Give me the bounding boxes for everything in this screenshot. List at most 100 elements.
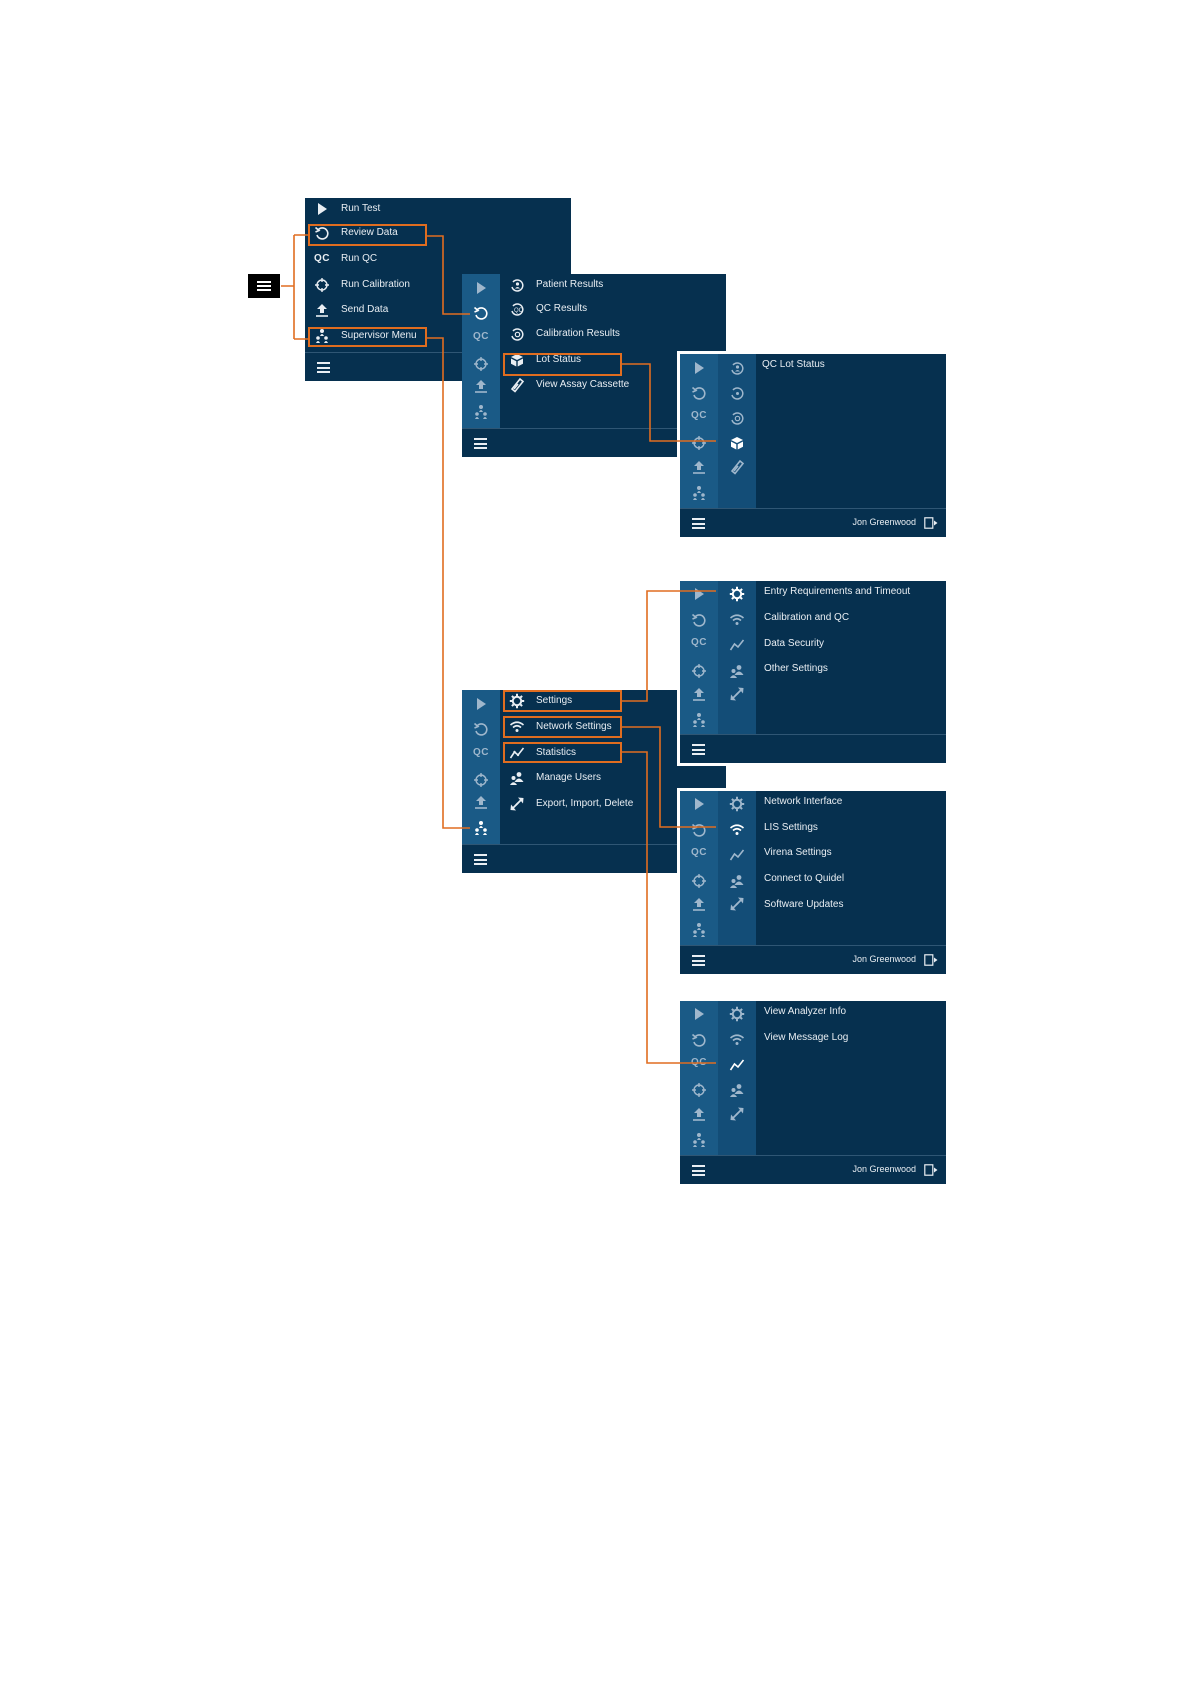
crosshair-icon[interactable] (691, 1082, 707, 1098)
menu-item-settings[interactable]: Settings (500, 690, 726, 712)
crosshair-icon[interactable] (473, 772, 489, 788)
logout-icon[interactable] (924, 1164, 938, 1176)
list-item[interactable]: Virena Settings (764, 847, 832, 858)
menu-item-network-settings[interactable]: Network Settings (500, 716, 726, 738)
patient-results-icon[interactable] (729, 360, 745, 376)
hamburger-icon[interactable] (317, 362, 330, 373)
menu-item-export-import-delete[interactable]: Export, Import, Delete (500, 793, 726, 815)
qc-icon[interactable]: QC (691, 1057, 707, 1068)
play-icon[interactable] (691, 586, 707, 602)
qc-icon[interactable]: QC (691, 637, 707, 648)
menu-item-view-assay-cassette[interactable]: View Assay Cassette (500, 374, 726, 396)
list-item[interactable]: LIS Settings (764, 822, 818, 833)
export-icon[interactable] (729, 686, 745, 702)
export-icon[interactable] (729, 1106, 745, 1122)
upload-icon[interactable] (691, 686, 707, 702)
menu-item-review-data[interactable]: Review Data (305, 222, 571, 244)
list-item[interactable]: Entry Requirements and Timeout (764, 586, 911, 597)
users-icon[interactable] (729, 663, 745, 679)
qc-results-icon[interactable] (729, 385, 745, 401)
list-item[interactable]: QC Lot Status (762, 359, 825, 370)
statistics-icon[interactable] (729, 1057, 745, 1073)
list-item[interactable]: View Message Log (764, 1032, 849, 1043)
menu-item-supervisor[interactable]: Supervisor Menu (305, 325, 571, 347)
list-item[interactable]: Network Interface (764, 796, 843, 807)
list-item[interactable]: View Analyzer Info (764, 1006, 847, 1017)
hamburger-icon[interactable] (692, 744, 705, 755)
hamburger-icon[interactable] (474, 854, 487, 865)
menu-item-lot-status[interactable]: Lot Status (500, 349, 726, 371)
review-icon[interactable] (473, 305, 489, 321)
calibration-results-icon[interactable] (729, 410, 745, 426)
users-icon[interactable] (729, 1082, 745, 1098)
supervisor-icon[interactable] (691, 922, 707, 938)
supervisor-icon[interactable] (473, 404, 489, 420)
export-icon[interactable] (729, 896, 745, 912)
crosshair-icon[interactable] (691, 435, 707, 451)
menu-item-qc-results[interactable]: QC QC Results (500, 298, 726, 320)
hamburger-icon[interactable] (692, 518, 705, 529)
gear-icon[interactable] (729, 1006, 745, 1022)
upload-icon[interactable] (691, 896, 707, 912)
list-item[interactable]: Connect to Quidel (764, 873, 845, 884)
review-icon[interactable] (473, 721, 489, 737)
supervisor-icon[interactable] (691, 1132, 707, 1148)
review-icon[interactable] (691, 822, 707, 838)
highlight-review-data (308, 224, 427, 246)
upload-icon[interactable] (473, 794, 489, 810)
upload-icon[interactable] (691, 1106, 707, 1122)
menu-item-patient-results[interactable]: Patient Results (500, 274, 726, 296)
hamburger-icon[interactable] (474, 438, 487, 449)
menu-item-run-calibration[interactable]: Run Calibration (305, 274, 571, 296)
review-icon[interactable] (691, 1032, 707, 1048)
upload-icon[interactable] (691, 459, 707, 475)
wifi-icon[interactable] (729, 612, 745, 628)
statistics-icon[interactable] (729, 847, 745, 863)
supervisor-icon (316, 329, 328, 343)
list-item[interactable]: Other Settings (764, 663, 828, 674)
upload-icon[interactable] (473, 378, 489, 394)
wifi-icon[interactable] (729, 1032, 745, 1048)
menu-item-calibration-results[interactable]: Calibration Results (500, 323, 726, 345)
qc-icon[interactable]: QC (691, 847, 707, 858)
crosshair-icon[interactable] (691, 873, 707, 889)
play-icon[interactable] (473, 696, 489, 712)
qc-icon[interactable]: QC (473, 747, 489, 758)
calibration-results-icon (511, 328, 524, 341)
crosshair-icon[interactable] (691, 663, 707, 679)
supervisor-icon[interactable] (691, 485, 707, 501)
statistics-icon[interactable] (729, 637, 745, 653)
user-name: Jon Greenwood (852, 1164, 916, 1174)
menu-item-manage-users[interactable]: Manage Users (500, 767, 726, 789)
list-item[interactable]: Software Updates (764, 899, 844, 910)
cassette-icon[interactable] (729, 459, 745, 475)
menu-item-run-qc[interactable]: QC Run QC (305, 248, 571, 270)
users-icon[interactable] (729, 873, 745, 889)
menu-item-statistics[interactable]: Statistics (500, 742, 726, 764)
review-icon[interactable] (691, 385, 707, 401)
list-item[interactable]: Data Security (764, 638, 825, 649)
crosshair-icon[interactable] (473, 356, 489, 372)
logout-icon[interactable] (924, 954, 938, 966)
wifi-icon[interactable] (729, 822, 745, 838)
gear-icon[interactable] (729, 586, 745, 602)
menu-item-run-test[interactable]: Run Test (305, 198, 571, 220)
supervisor-icon[interactable] (691, 712, 707, 728)
main-menu-button[interactable] (248, 274, 280, 298)
list-item[interactable]: Calibration and QC (764, 612, 850, 623)
play-icon[interactable] (691, 360, 707, 376)
supervisor-icon[interactable] (473, 820, 489, 836)
hamburger-icon[interactable] (692, 955, 705, 966)
hamburger-icon[interactable] (692, 1165, 705, 1176)
lot-status-icon[interactable] (729, 435, 745, 451)
menu-item-send-data[interactable]: Send Data (305, 299, 571, 321)
play-icon[interactable] (691, 796, 707, 812)
gear-icon[interactable] (729, 796, 745, 812)
logout-icon[interactable] (924, 517, 938, 529)
qc-icon[interactable]: QC (691, 410, 707, 421)
play-icon[interactable] (473, 280, 489, 296)
qc-icon: QC (314, 253, 330, 264)
review-icon[interactable] (691, 612, 707, 628)
play-icon[interactable] (691, 1006, 707, 1022)
qc-icon[interactable]: QC (473, 331, 489, 342)
